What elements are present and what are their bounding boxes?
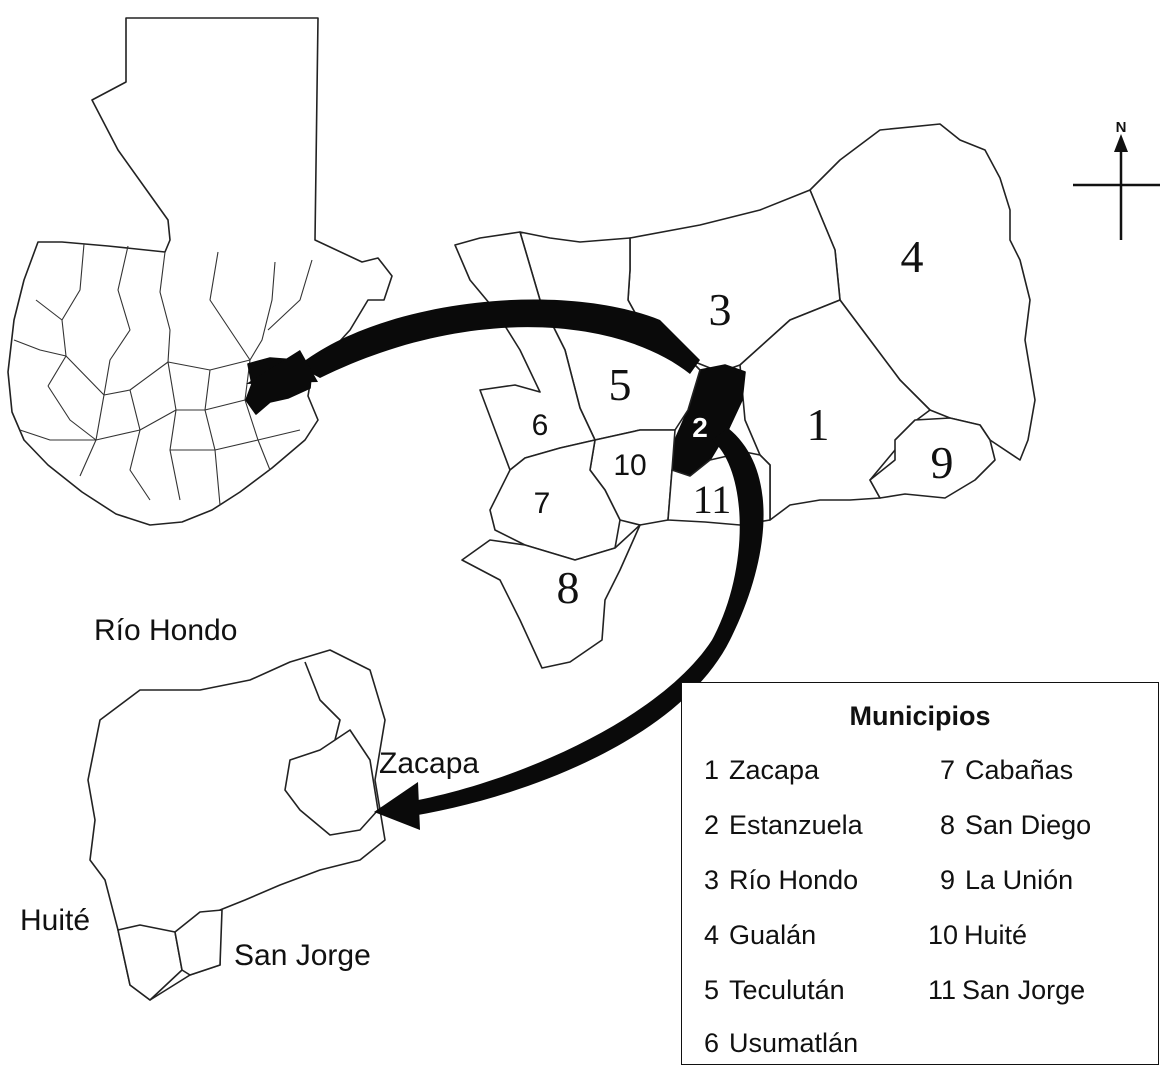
legend-item-6: 6 Usumatlán xyxy=(704,1028,858,1059)
legend-item-3: 3 Río Hondo xyxy=(704,865,858,896)
district-number-6: 6 xyxy=(532,409,549,442)
zacapa-sector xyxy=(284,729,379,836)
north-arrow-icon xyxy=(1114,134,1128,152)
arrow-to-guatemala-body xyxy=(298,299,700,378)
legend-item-name: San Diego xyxy=(965,810,1092,840)
legend-item-name: Gualán xyxy=(729,920,817,950)
district-number-4: 4 xyxy=(901,231,924,282)
legend-item-4: 4 Gualán xyxy=(704,920,816,951)
legend-item-number: 3 xyxy=(704,865,720,895)
district-number-7: 7 xyxy=(534,487,551,520)
district-number-11: 11 xyxy=(693,477,732,522)
district-number-labels-small: 6 7 10 xyxy=(532,409,647,520)
legend-item-name: Cabañas xyxy=(965,755,1074,785)
legend-item-5: 5 Teculután xyxy=(704,975,845,1006)
district-number-1: 1 xyxy=(807,399,830,450)
district-number-3: 3 xyxy=(709,284,732,335)
legend-item-name: Estanzuela xyxy=(729,810,863,840)
san-jorge-sector xyxy=(174,909,223,976)
legend-item-number: 11 xyxy=(928,975,957,1005)
legend-title: Municipios xyxy=(849,701,991,731)
arrow-to-guatemala-head xyxy=(246,350,318,384)
district-number-5: 5 xyxy=(609,359,632,410)
district-number-10: 10 xyxy=(613,449,646,482)
label-zacapa: Zacapa xyxy=(379,747,479,780)
guatemala-country-outline xyxy=(7,17,393,526)
label-rio-hondo: Río Hondo xyxy=(94,614,237,647)
legend-item-name: Zacapa xyxy=(729,755,820,785)
legend-item-number: 1 xyxy=(704,755,720,785)
legend-item-7: 7 Cabañas xyxy=(940,755,1073,786)
legend-item-number: 5 xyxy=(704,975,720,1005)
legend-item-name: Huité xyxy=(964,920,1028,950)
guatemala-map xyxy=(7,17,393,526)
legend-item-number: 8 xyxy=(940,810,956,840)
legend-item-number: 10 xyxy=(928,920,959,950)
legend-item-2: 2 Estanzuela xyxy=(704,810,863,841)
guatemala-department-borders xyxy=(13,243,313,506)
compass-north-label: N xyxy=(1116,119,1127,136)
district-number-9: 9 xyxy=(931,437,954,488)
legend-item-name: La Unión xyxy=(965,865,1074,895)
arrows xyxy=(246,299,764,830)
district-number-8: 8 xyxy=(557,562,580,613)
label-san-jorge: San Jorge xyxy=(234,939,371,972)
huite-sector xyxy=(117,924,183,1001)
place-labels: Río Hondo Zacapa Huité San Jorge xyxy=(20,614,479,972)
municipality-8-san-diego xyxy=(461,524,641,669)
legend-item-number: 7 xyxy=(940,755,956,785)
legend-item-number: 4 xyxy=(704,920,720,950)
legend-item-name: Usumatlán xyxy=(729,1028,859,1058)
district-number-2: 2 xyxy=(692,412,708,443)
legend-item-number: 6 xyxy=(704,1028,720,1058)
legend-item-number: 9 xyxy=(940,865,956,895)
legend-item-9: 9 La Unión xyxy=(940,865,1073,896)
legend-item-8: 8 San Diego xyxy=(940,810,1091,841)
legend-item-name: San Jorge xyxy=(962,975,1086,1005)
legend-item-name: Teculután xyxy=(729,975,845,1005)
label-huite: Huité xyxy=(20,904,90,937)
legend-item-name: Río Hondo xyxy=(729,865,859,895)
municipality-7-cabanas xyxy=(489,439,621,561)
legend-item-number: 2 xyxy=(704,810,720,840)
estanzuela-map xyxy=(87,649,386,1001)
north-compass xyxy=(1073,134,1160,240)
district-number-labels: 1 3 4 5 8 9 xyxy=(557,231,954,613)
municipios-legend: Municipios 1 Zacapa 2 Estanzuela 3 Río Hond… xyxy=(681,682,1159,1065)
municipality-9-la-union xyxy=(869,417,996,499)
legend-item-1: 1 Zacapa xyxy=(704,755,819,786)
arrow-to-estanzuela-head xyxy=(374,782,420,830)
